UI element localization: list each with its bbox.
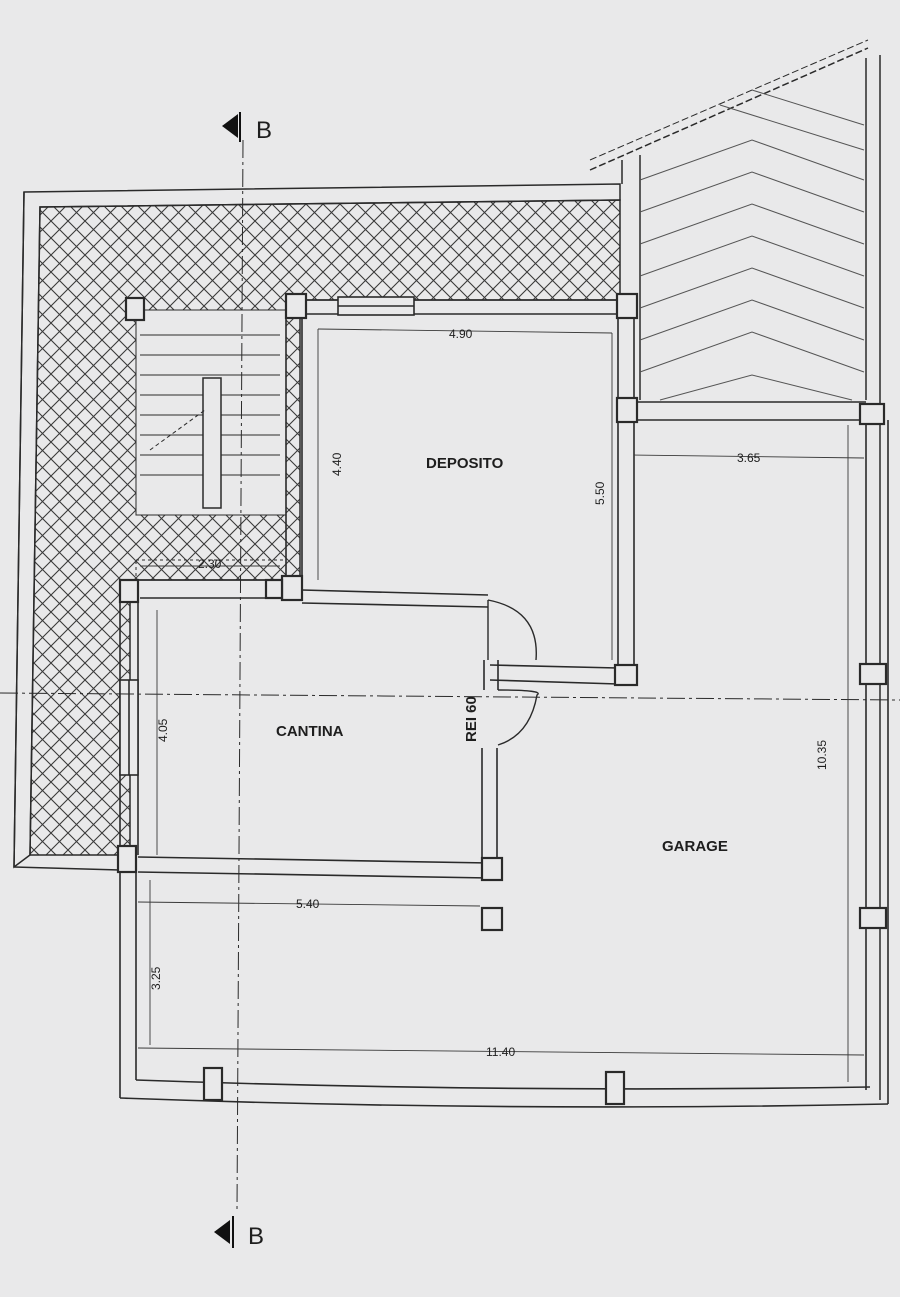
section-arrow-icon — [222, 114, 238, 138]
doors — [487, 599, 539, 746]
staircase — [135, 309, 287, 581]
dim-garage-total-width: 11.40 — [486, 1045, 515, 1059]
dim-cantina-width: 5.40 — [296, 897, 320, 911]
dim-deposito-side: 5.50 — [593, 481, 607, 505]
dim-garage-depth: 10.35 — [815, 740, 829, 770]
walls — [119, 296, 889, 1108]
garage-ramp — [589, 39, 881, 1100]
section-label-top: B — [256, 117, 272, 144]
dim-garage-front-depth: 3.25 — [149, 966, 163, 990]
section-label-bottom: B — [248, 1223, 264, 1250]
door-rating-label: REI 60 — [463, 696, 480, 742]
section-marker-bottom: B — [214, 1216, 264, 1250]
room-label-garage: GARAGE — [662, 838, 728, 855]
room-label-cantina: CANTINA — [276, 723, 344, 740]
dimension-lines — [137, 328, 865, 1082]
dim-stair-width: 2.30 — [198, 557, 222, 571]
dim-deposito-width: 4.90 — [449, 327, 473, 341]
dim-garage-right-width: 3.65 — [737, 451, 761, 465]
section-marker-top: B — [222, 112, 272, 144]
room-label-deposito: DEPOSITO — [426, 455, 504, 472]
section-arrow-icon — [214, 1220, 230, 1244]
section-lines — [0, 139, 900, 1211]
dim-deposito-depth: 4.40 — [330, 452, 344, 476]
columns — [116, 292, 888, 1106]
dim-cantina-depth: 4.05 — [156, 718, 170, 742]
